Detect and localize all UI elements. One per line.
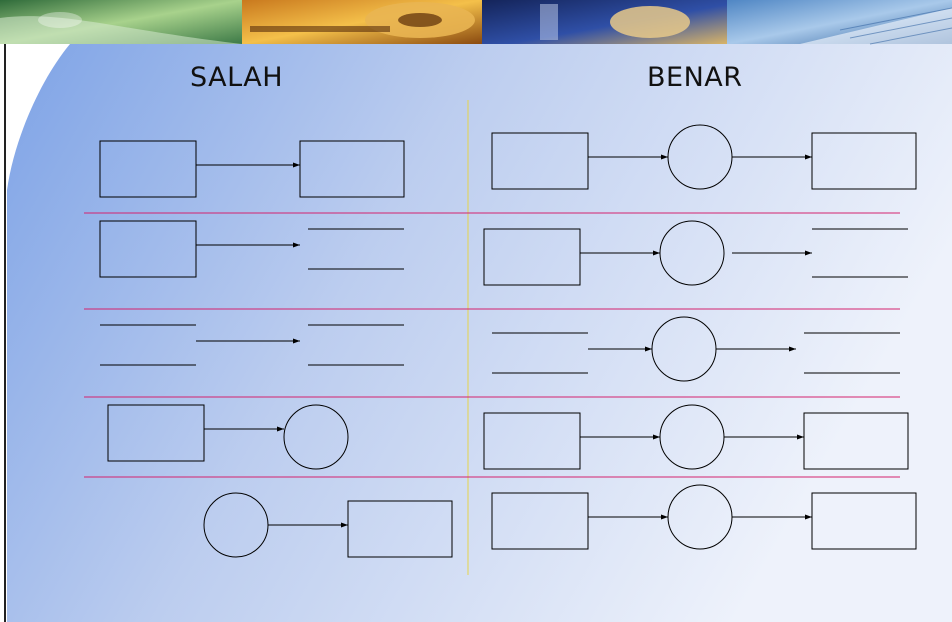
process-circle (660, 405, 724, 469)
data-store (308, 325, 404, 365)
process-circle (652, 317, 716, 381)
data-store (492, 333, 588, 373)
data-store (812, 229, 908, 277)
process-box (300, 141, 404, 197)
process-box (812, 133, 916, 189)
process-circle (660, 221, 724, 285)
data-store (100, 325, 196, 365)
process-box (348, 501, 452, 557)
process-circle (204, 493, 268, 557)
process-box (100, 221, 196, 277)
process-circle (668, 125, 732, 189)
process-box (812, 493, 916, 549)
data-store (804, 333, 900, 373)
process-box (484, 229, 580, 285)
process-box (804, 413, 908, 469)
process-box (492, 133, 588, 189)
process-box (100, 141, 196, 197)
process-circle (668, 485, 732, 549)
process-circle (284, 405, 348, 469)
process-box (492, 493, 588, 549)
data-store (308, 229, 404, 269)
process-box (484, 413, 580, 469)
process-box (108, 405, 204, 461)
